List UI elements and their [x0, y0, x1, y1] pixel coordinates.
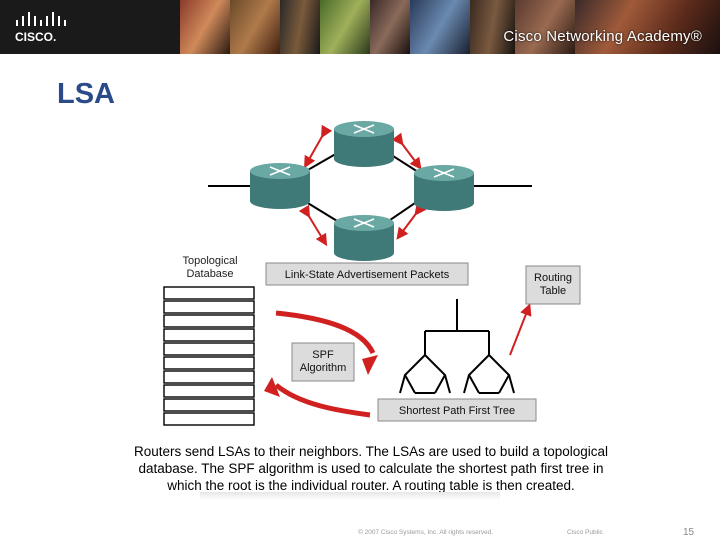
slide-title: LSA — [57, 78, 115, 110]
banner-photo-9 — [575, 0, 720, 54]
banner-photo-3 — [280, 0, 320, 54]
curved-arrow-to-database — [274, 383, 371, 418]
academy-title: Cisco Networking Academy® — [503, 28, 702, 45]
caption-line: which the root is the individual router.… — [167, 478, 575, 493]
arrow-to-routing-table — [509, 303, 532, 356]
curved-arrow-to-database-head — [264, 377, 280, 397]
lsa-exchange-arrow — [396, 202, 427, 240]
cisco-logo-icon: CISCO. — [15, 12, 66, 44]
routing-table-box — [525, 265, 581, 305]
topological-database-label-line2: Database — [186, 268, 233, 280]
banner-photo-2 — [230, 0, 280, 54]
banner-photo-1 — [180, 0, 230, 54]
lsa-packets-box — [265, 262, 469, 286]
lsa-exchange-arrow — [304, 124, 333, 169]
router-icon — [334, 121, 394, 167]
router-icon — [250, 163, 310, 209]
spf-label-line2: Algorithm — [300, 362, 346, 374]
routing-table-label-line1: Routing — [534, 272, 572, 284]
lsa-diagram-svg: Topological Database Link-State Advertis… — [163, 121, 581, 426]
spf-tree — [399, 299, 515, 394]
footer-copyright: © 2007 Cisco Systems, Inc. All rights re… — [358, 529, 494, 536]
curved-arrow-to-spf — [275, 310, 376, 355]
lsa-exchange-arrow — [391, 132, 422, 170]
lsa-exchange-arrow — [298, 204, 328, 247]
spf-label-line1: SPF — [312, 349, 334, 361]
topological-database-label-line1: Topological — [182, 255, 237, 267]
lsa-packets-label: Link-State Advertisement Packets — [285, 269, 450, 281]
caption-line: Routers send LSAs to their neighbors. Th… — [133, 444, 609, 459]
banner-photo-5 — [370, 0, 410, 54]
footer-classification: Cisco Public — [567, 529, 603, 536]
page-number: 15 — [683, 527, 695, 538]
lsa-diagram: Topological Database Link-State Advertis… — [100, 113, 642, 493]
topological-database-stack — [163, 286, 255, 426]
banner-photo-8 — [515, 0, 575, 54]
curved-arrow-to-spf-head — [362, 355, 378, 375]
router-icon — [334, 215, 394, 261]
router-icon — [414, 165, 474, 211]
header-banner: CISCO. Cisco Networking Academy® — [0, 0, 720, 54]
caption-line: database. The SPF algorithm is used to c… — [138, 461, 604, 476]
spf-algorithm-box — [291, 342, 355, 382]
caption-fade — [200, 492, 500, 500]
diagram-caption: Routers send LSAs to their neighbors. Th… — [100, 443, 642, 494]
banner-photo-7 — [470, 0, 515, 54]
banner-photo-4 — [320, 0, 370, 54]
cisco-logo-text: CISCO. — [15, 30, 56, 44]
spf-tree-label: Shortest Path First Tree — [399, 405, 515, 417]
routing-table-label-line2: Table — [540, 285, 566, 297]
spf-tree-box — [377, 398, 537, 422]
banner-photo-6 — [410, 0, 470, 54]
